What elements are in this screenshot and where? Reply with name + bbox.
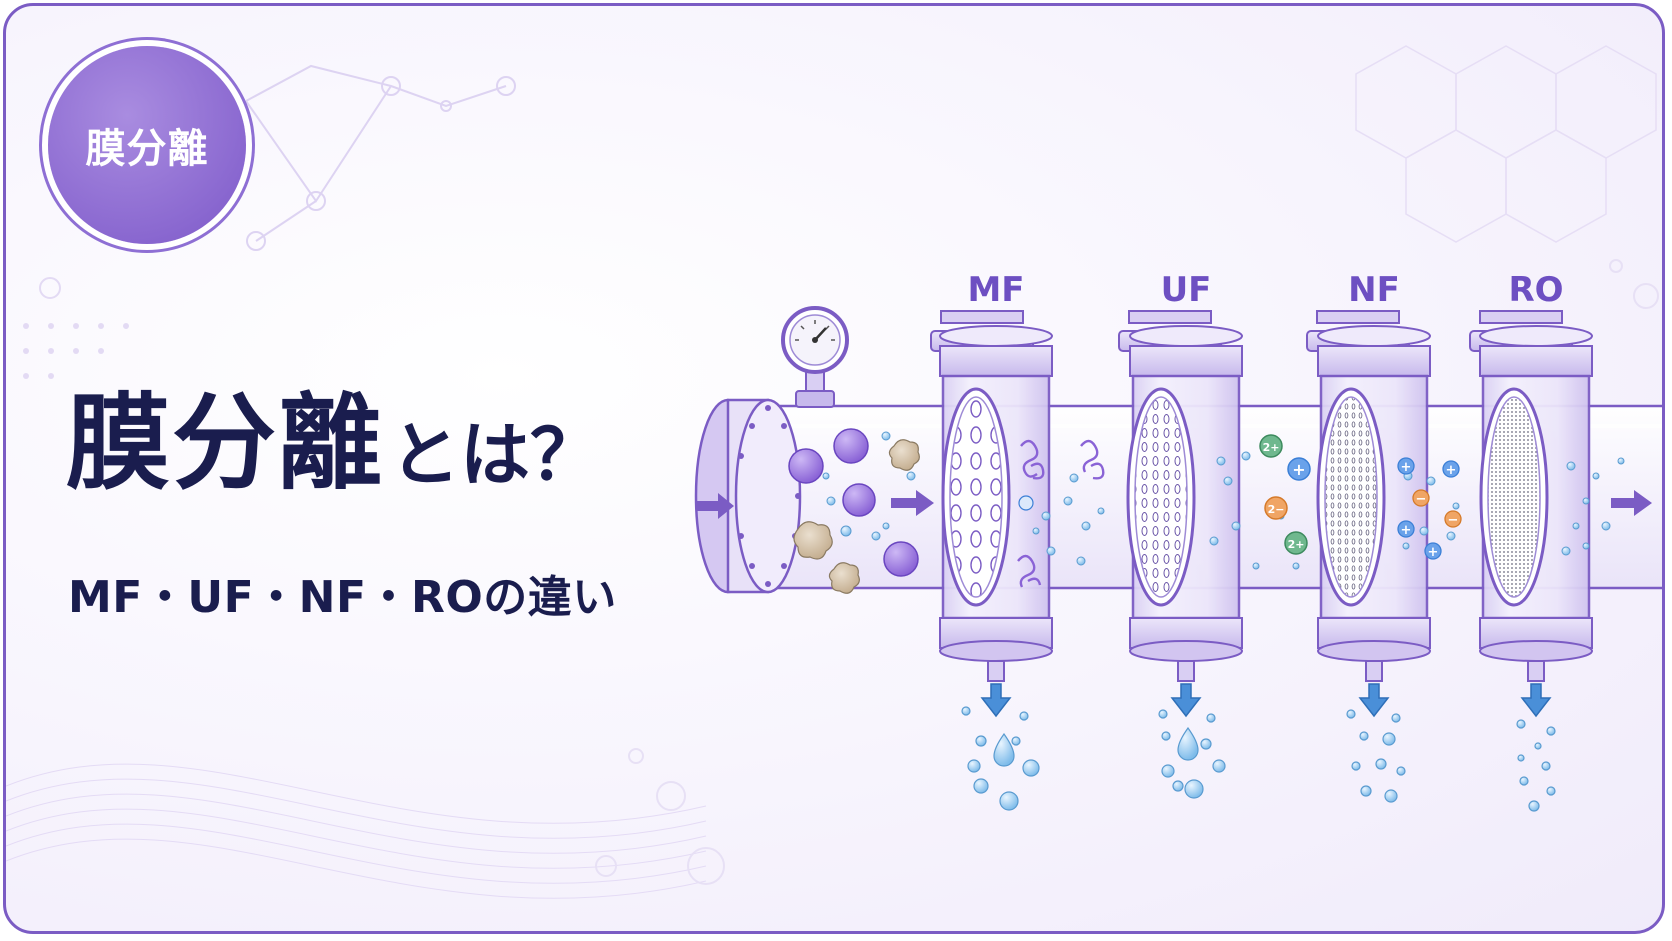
category-badge: 膜分離 xyxy=(48,46,246,244)
nf-drain xyxy=(1346,683,1406,803)
ion-minus-2: − xyxy=(1444,510,1462,528)
stage-label-ro: RO xyxy=(1508,270,1563,310)
stage-label-nf: NF xyxy=(1348,270,1400,310)
ro-module xyxy=(1469,310,1593,682)
svg-text:2+: 2+ xyxy=(1263,441,1280,454)
svg-text:+: + xyxy=(1428,545,1439,560)
nf-ro-permeate-ions: + + − − + + xyxy=(1397,457,1462,560)
svg-text:+: + xyxy=(1401,523,1412,538)
banner-card: 膜分離 膜分離とは？ MF・UF・NF・ROの違い xyxy=(3,3,1665,934)
ro-drain xyxy=(1516,683,1556,812)
bubble-deco xyxy=(595,259,1659,885)
svg-text:+: + xyxy=(1446,463,1457,478)
title-suffix: とは？ xyxy=(390,414,601,496)
svg-text:−: − xyxy=(1416,492,1427,507)
uf-nf-permeate-ions: 2+ + 2− 2+ xyxy=(1209,434,1311,570)
mf-drain xyxy=(961,683,1040,811)
inlet-flange xyxy=(694,398,802,594)
ion-divalent-neg-1: 2− xyxy=(1264,496,1288,520)
dot-grid xyxy=(23,277,129,379)
badge-label: 膜分離 xyxy=(85,126,209,172)
page-subtitle: MF・UF・NF・ROの違い xyxy=(68,572,617,623)
stage-label-mf: MF xyxy=(967,270,1024,310)
mf-module xyxy=(930,310,1053,682)
ion-divalent-pos-1: 2+ xyxy=(1259,434,1283,458)
ion-plus-2: + xyxy=(1397,457,1415,475)
molecule-pattern-left xyxy=(245,64,516,251)
ion-plus-4: + xyxy=(1397,520,1415,538)
flow-arrows xyxy=(696,490,1652,519)
title-main: 膜分離 xyxy=(66,382,385,504)
stage-label-uf: UF xyxy=(1161,270,1212,310)
background-decoration xyxy=(6,45,1659,899)
pressure-gauge-icon xyxy=(781,306,849,408)
mf-uf-permeate-particles xyxy=(1017,439,1105,588)
ion-plus-3: + xyxy=(1442,460,1460,478)
hexagon-pattern-right xyxy=(1355,45,1657,243)
svg-text:+: + xyxy=(1401,460,1412,475)
uf-module xyxy=(1118,310,1243,682)
feed-particles xyxy=(788,428,920,594)
ion-plus-1: + xyxy=(1287,457,1311,481)
nf-module xyxy=(1306,310,1431,682)
ion-plus-5: + xyxy=(1424,542,1442,560)
membrane-diagram: 2+ + 2− 2+ xyxy=(694,270,1662,812)
outlet-water xyxy=(1561,457,1625,556)
svg-text:+: + xyxy=(1292,460,1305,479)
svg-text:2−: 2− xyxy=(1268,503,1285,516)
uf-drain xyxy=(1158,683,1226,799)
ion-divalent-pos-2: 2+ xyxy=(1284,531,1308,555)
svg-text:2+: 2+ xyxy=(1288,538,1305,551)
page-title: 膜分離とは？ xyxy=(66,391,600,495)
wave-lines xyxy=(6,763,707,899)
svg-text:−: − xyxy=(1448,513,1459,528)
ion-minus-1: − xyxy=(1412,489,1430,507)
